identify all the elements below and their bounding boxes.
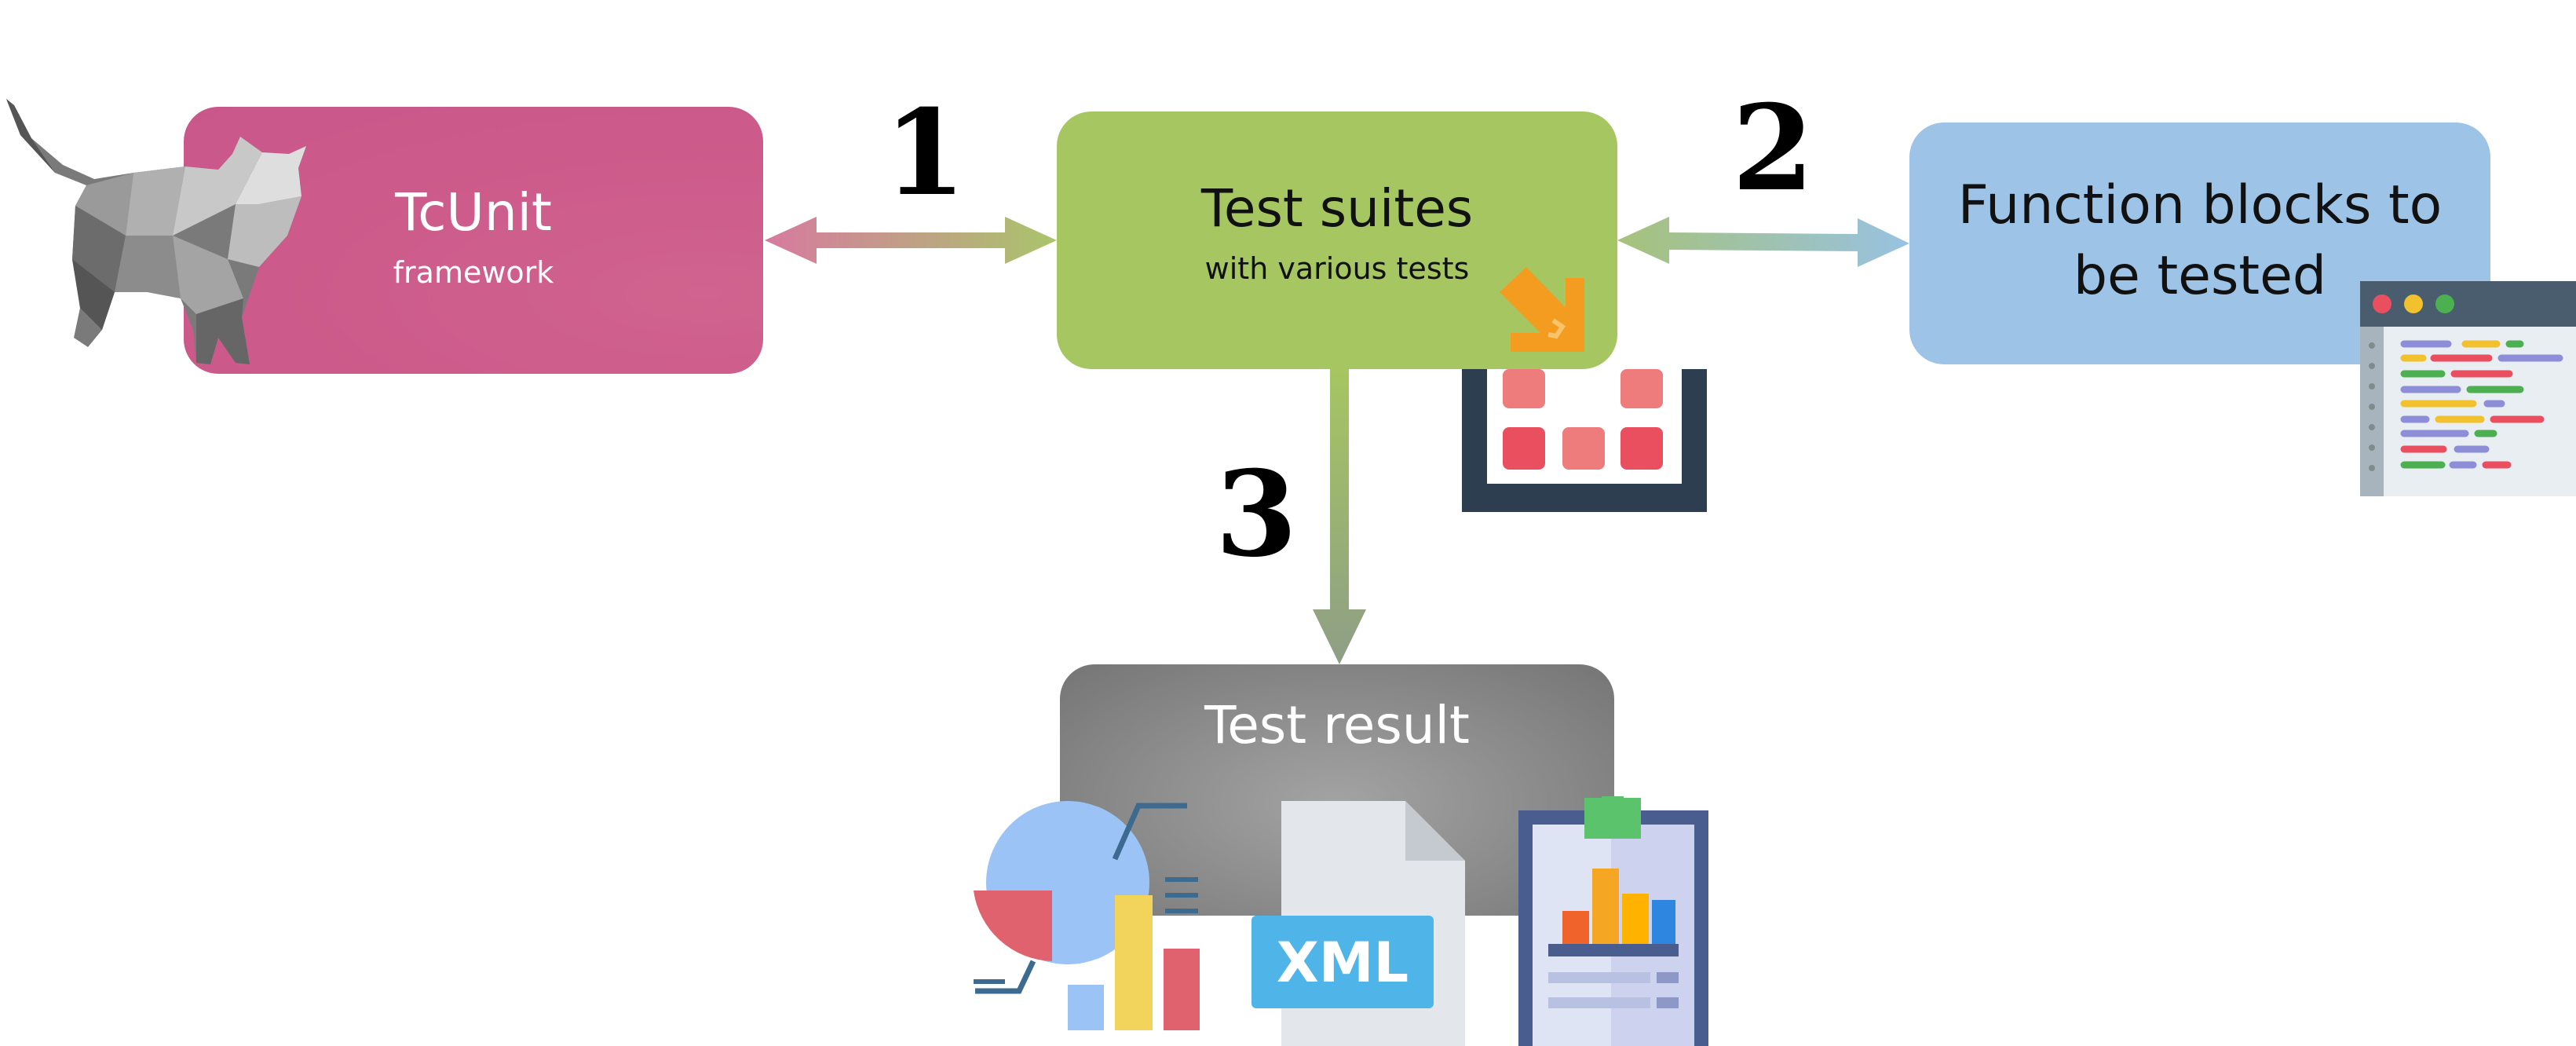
arrow-3 [1313,369,1366,664]
download-arrow-icon [1500,267,1584,352]
step-number-1: 1 [884,84,966,222]
tcunit-box: TcUnit framework [184,107,763,374]
function-blocks-title-line1: Function blocks to [1957,174,2443,236]
tcunit-subtitle: framework [393,254,554,290]
xml-badge-label: XML [1277,931,1409,995]
test-suites-subtitle: with various tests [1204,251,1470,286]
tcunit-title: TcUnit [395,182,552,243]
test-suites-title: Test suites [1200,178,1474,240]
code-window-icon [2360,281,2576,496]
step-number-3: 3 [1215,445,1298,583]
clipboard-chart-icon [1518,796,1708,1046]
arrow-1 [765,217,1057,264]
grid-container-icon [1462,369,1707,512]
test-suites-box: Test suites with various tests [1057,112,1617,369]
arrow-2 [1617,217,1909,267]
xml-file-icon: XML [1251,801,1465,1046]
pie-chart-icon [974,801,1200,1030]
cat-icon [6,99,306,364]
test-result-title: Test result [1204,695,1470,755]
function-blocks-title-line2: be tested [2073,245,2327,307]
step-number-2: 2 [1732,79,1814,218]
